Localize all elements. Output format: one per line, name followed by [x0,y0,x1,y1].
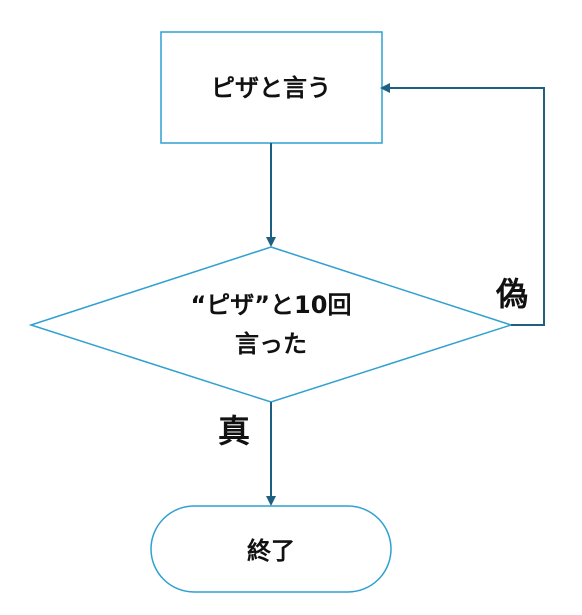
process-box [160,31,383,144]
decision-diamond [28,246,514,403]
decision-label-line2: 言った [235,330,307,358]
decision-label-line1: “ピザ”と10回 [191,291,352,319]
terminal-label: 終了 [247,537,295,565]
connector-false-loop [380,83,545,326]
terminal-end [150,505,392,593]
false-label: 偽 [495,275,528,313]
process-label: ピザと言う [211,74,331,102]
true-label: 真 [218,412,250,450]
